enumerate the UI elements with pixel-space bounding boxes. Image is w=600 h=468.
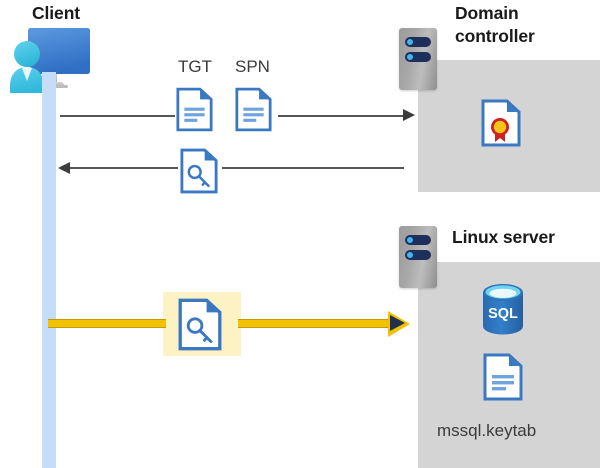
- server-led-bar: [405, 52, 431, 62]
- server-led-bar: [405, 250, 431, 260]
- server-led-bar: [405, 37, 431, 47]
- domain-controller-title-line1: Domain: [455, 3, 519, 23]
- linux-server-server-icon: [399, 226, 437, 288]
- domain-controller-server-icon: [399, 28, 437, 90]
- spn-label: SPN: [235, 57, 270, 76]
- user-with-monitor-icon: [8, 25, 92, 97]
- domain-controller-title-line2: controller: [455, 26, 535, 46]
- request-arrow-segment-left: [60, 115, 175, 117]
- sql-database-icon: SQL: [480, 282, 526, 336]
- linux-server-title: Linux server: [452, 227, 555, 247]
- response-key-document-icon: [180, 148, 218, 194]
- response-arrowhead: [58, 162, 70, 174]
- request-arrowhead: [403, 109, 415, 121]
- keytab-document-icon: [483, 353, 523, 401]
- response-arrow-segment-right: [222, 167, 404, 169]
- server-led-bar: [405, 235, 431, 245]
- certificate-document-icon: [481, 99, 521, 147]
- sql-icon-label: SQL: [488, 306, 518, 322]
- response-arrow-segment-left: [70, 167, 178, 169]
- tgt-label: TGT: [178, 57, 212, 76]
- client-title: Client: [32, 3, 81, 23]
- service-ticket-arrow-segment-left: [48, 319, 166, 328]
- service-ticket-key-document-icon: [178, 298, 222, 351]
- keytab-file-label: mssql.keytab: [437, 421, 537, 440]
- service-ticket-arrow-segment-right: [238, 319, 390, 328]
- service-ticket-navy-arrowhead: [390, 315, 405, 331]
- request-arrow-segment-right: [278, 115, 403, 117]
- spn-document-icon: [235, 87, 272, 132]
- client-lifeline: [42, 72, 56, 468]
- tgt-document-icon: [176, 87, 213, 132]
